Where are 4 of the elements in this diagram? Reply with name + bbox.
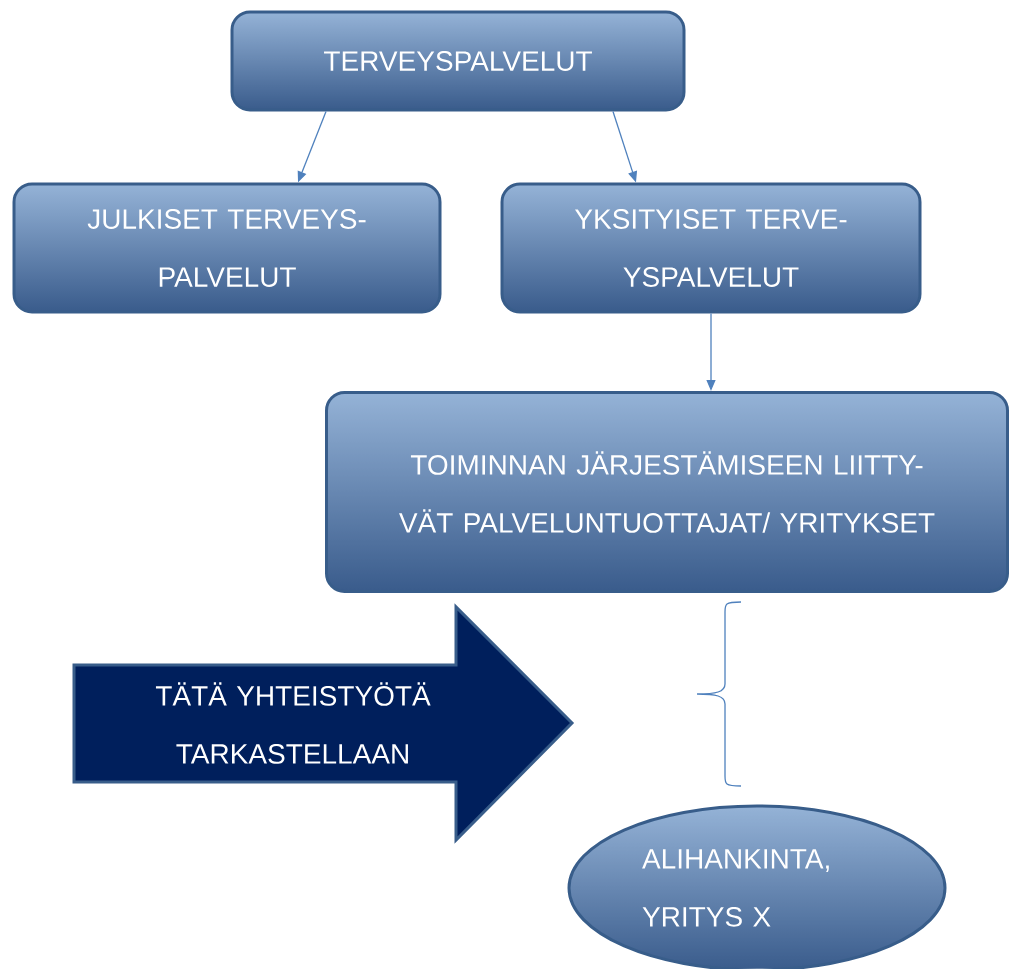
rounded-box: TOIMINNAN JÄRJESTÄMISEEN LIITTY- VÄT PALVELUNTUOTTAJAT/ YRITYKSET: [325, 391, 1009, 593]
rounded-box: YKSITYISET TERVE- YSPALVELUT: [500, 182, 922, 314]
rounded-box: TERVEYSPALVELUT: [230, 10, 686, 112]
rounded-box: JULKISET TERVEYS- PALVELUT: [12, 182, 442, 314]
